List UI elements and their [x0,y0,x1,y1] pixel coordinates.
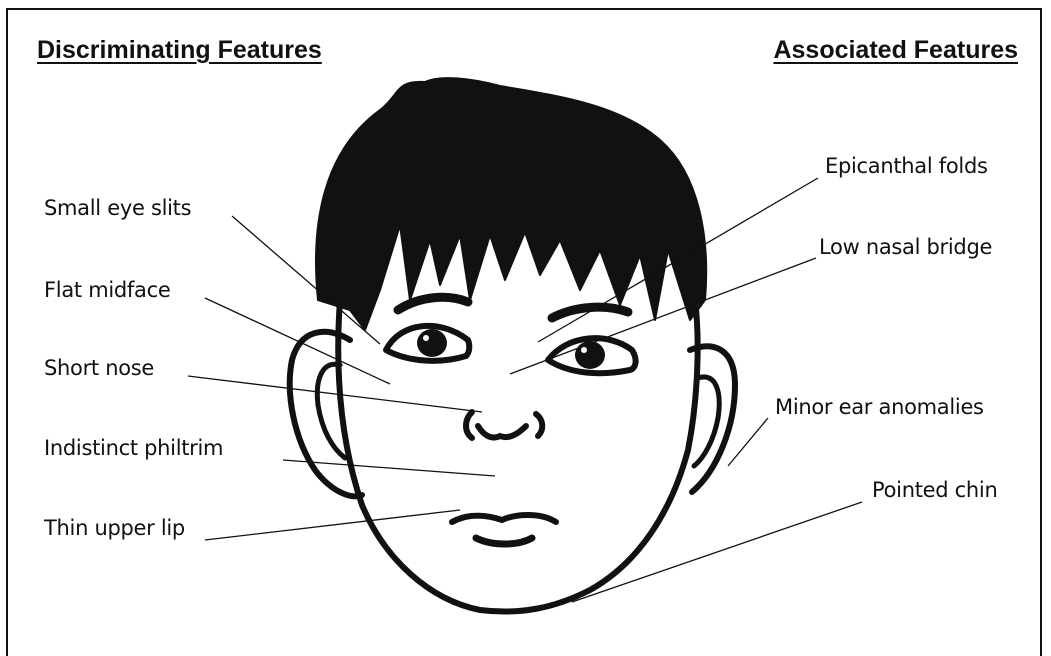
nose-bottom [478,426,526,438]
upper-lip [452,515,556,522]
left-eyebrow [398,297,468,310]
lower-lip [476,538,532,544]
right-eyebrow [552,307,628,318]
right-pupil [575,341,605,369]
nose-left [466,412,472,438]
nose-right [536,414,542,436]
hair [316,78,706,330]
left-pupil [417,329,447,357]
